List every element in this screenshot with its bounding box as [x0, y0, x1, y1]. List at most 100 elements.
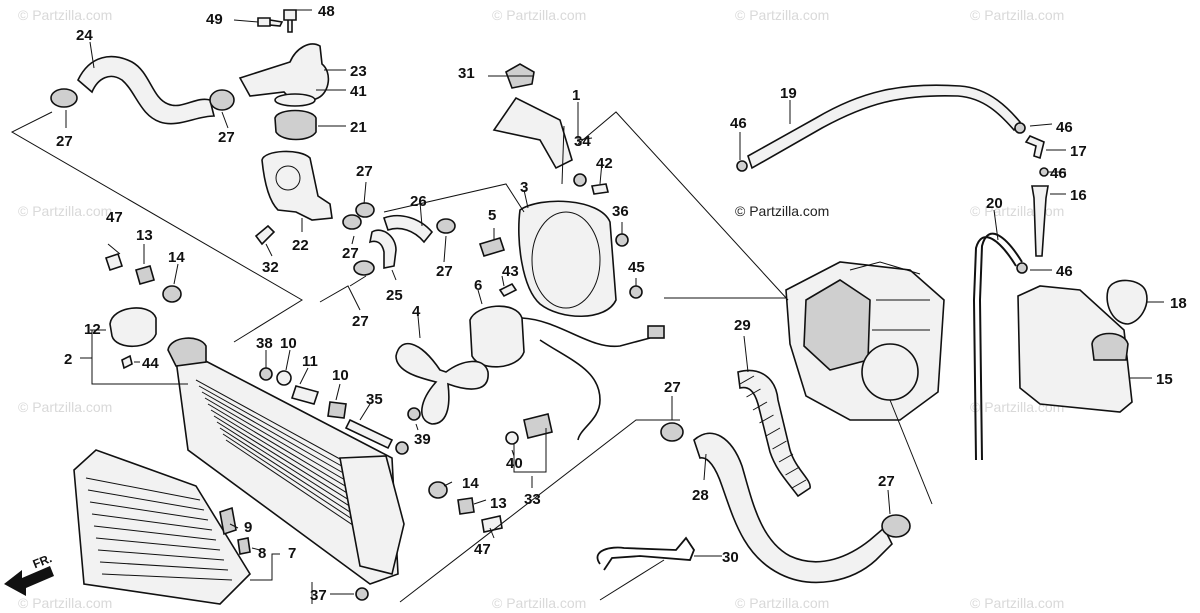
- small-hose-part: [382, 214, 434, 244]
- callout-38: 38: [256, 335, 273, 352]
- upper-hose-part: [77, 55, 216, 125]
- callout-22: 22: [292, 237, 309, 254]
- watermark: © Partzilla.com: [735, 7, 829, 23]
- watermark: © Partzilla.com: [970, 7, 1064, 23]
- callout-36: 36: [612, 203, 629, 220]
- tube-ring-line: [752, 401, 768, 411]
- grommet-part: [162, 285, 182, 303]
- nut-part: [629, 285, 643, 299]
- callout-5: 5: [488, 207, 496, 224]
- callout-3: 3: [520, 179, 528, 196]
- hose-clamp-part: [881, 514, 911, 538]
- reserve-tank-neck: [1091, 332, 1129, 361]
- callout-1: 1: [572, 87, 580, 104]
- watermark: © Partzilla.com: [970, 203, 1064, 219]
- joint-pipe-part: [1024, 135, 1045, 160]
- grille-fins: [85, 477, 233, 581]
- nut-part: [407, 407, 421, 421]
- callout-37: 37: [310, 587, 327, 604]
- wire-connector-part: [647, 325, 665, 339]
- watermark: © Partzilla.com: [18, 595, 112, 611]
- reserve-tank-part: [1017, 285, 1133, 413]
- long-bolt-part: [344, 418, 394, 450]
- grille-fin-line: [93, 525, 217, 541]
- callout-46: 46: [1056, 119, 1073, 136]
- washer-part: [505, 431, 519, 445]
- callout-13: 13: [490, 495, 507, 512]
- grommet-part: [478, 237, 506, 257]
- callout-39: 39: [414, 431, 431, 448]
- radiator-fin-line: [204, 397, 370, 495]
- thermostat-cover-part: [238, 43, 330, 102]
- radiator-fin-line: [198, 385, 364, 479]
- callout-46: 46: [1056, 263, 1073, 280]
- reserve-tube-part: [1031, 185, 1049, 257]
- callout-44: 44: [142, 355, 159, 372]
- callout-33: 33: [524, 491, 541, 508]
- hose-clip-part: [736, 160, 748, 172]
- hose-clamp-part: [209, 89, 235, 111]
- overflow-tube-part: [737, 369, 811, 498]
- callout-31: 31: [458, 65, 475, 82]
- collar-part: [290, 385, 320, 405]
- reserve-tank-cap-part: [1106, 279, 1148, 325]
- hose-clamp-part: [660, 422, 684, 442]
- o-ring-part: [274, 93, 316, 107]
- bolt-part: [257, 17, 284, 27]
- callout-6: 6: [474, 277, 482, 294]
- callout-27: 27: [436, 263, 453, 280]
- engine-part: [785, 261, 945, 421]
- callout-25: 25: [386, 287, 403, 304]
- tube-ring-line: [765, 427, 781, 437]
- callout-14: 14: [462, 475, 479, 492]
- callout-43: 43: [502, 263, 519, 280]
- bolt-part: [355, 587, 369, 601]
- callout-21: 21: [350, 119, 367, 136]
- watermark: © Partzilla.com: [492, 7, 586, 23]
- grille-fin-line: [97, 549, 225, 561]
- thermostat-housing-port: [275, 165, 301, 191]
- radiator-fin-line: [201, 391, 367, 487]
- tube-ring-line: [739, 375, 755, 385]
- callout-49: 49: [206, 11, 223, 28]
- washer-part: [276, 370, 292, 386]
- collar-part: [457, 497, 475, 515]
- nut-part: [573, 173, 587, 187]
- screw-part: [498, 282, 518, 298]
- callout-18: 18: [1170, 295, 1187, 312]
- callout-27: 27: [878, 473, 895, 490]
- bolt-part: [481, 515, 503, 533]
- hose-clamp-part: [50, 88, 78, 108]
- callout-27: 27: [664, 379, 681, 396]
- watermark: © Partzilla.com: [18, 203, 112, 219]
- callout-27: 27: [218, 129, 235, 146]
- nut-part: [395, 441, 409, 455]
- callout-16: 16: [1070, 187, 1087, 204]
- fan-blade-part: [395, 342, 489, 425]
- hose-clamp-part: [436, 218, 456, 234]
- lower-hose-part: [693, 432, 893, 584]
- tube-ring-line: [778, 453, 794, 463]
- callout-47: 47: [106, 209, 123, 226]
- hose-clamp-part: [355, 202, 375, 218]
- callout-45: 45: [628, 259, 645, 276]
- reserve-hose-part: [972, 232, 1023, 461]
- tube-ring-line: [772, 440, 787, 450]
- watermark: © Partzilla.com: [970, 595, 1064, 611]
- callout-47: 47: [474, 541, 491, 558]
- grommet-part: [259, 367, 273, 381]
- tube-ring-line: [791, 479, 807, 489]
- bolt-part: [283, 9, 297, 33]
- callout-11: 11: [302, 353, 318, 370]
- leader-lines: [10, 9, 1164, 604]
- hose-clamp-part: [353, 260, 375, 276]
- callout-32: 32: [262, 259, 279, 276]
- collar-part: [135, 265, 155, 285]
- callout-23: 23: [350, 63, 367, 80]
- watermark-center: © Partzilla.com: [735, 203, 829, 219]
- callout-46: 46: [730, 115, 747, 132]
- tube-ring-line: [746, 388, 761, 398]
- sensor-bolt-part: [254, 224, 276, 246]
- fan-motor-part: [469, 305, 525, 368]
- hose-clip-part: [1014, 122, 1026, 134]
